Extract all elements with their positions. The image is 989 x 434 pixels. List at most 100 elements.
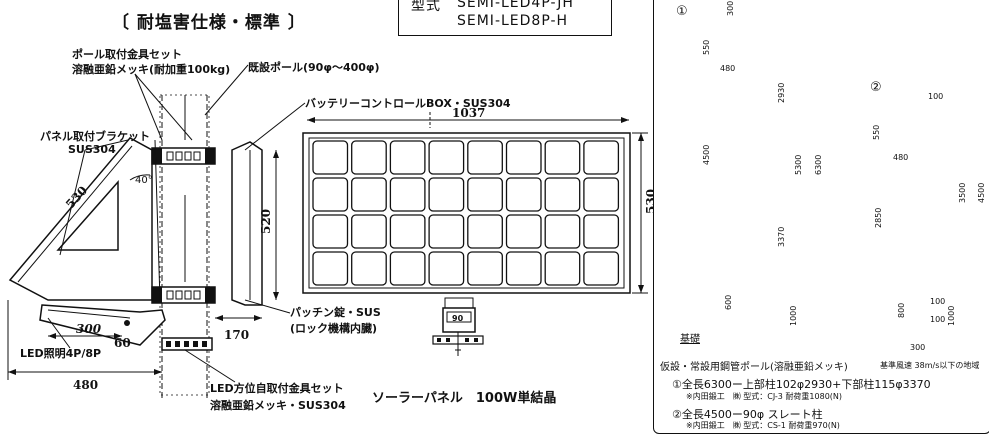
model-code-1: SEMI-LED4P-JH: [457, 0, 574, 11]
pole-1-marker: ①: [676, 4, 688, 19]
battery-box-label: バッテリーコントロールBOX・SUS304: [305, 97, 511, 110]
spec-pole-2: ②全長4500ー90φ スレート柱: [672, 408, 823, 421]
solar-cell: [467, 177, 503, 212]
panel-height-dimension: [632, 132, 648, 294]
solar-cell: [467, 214, 503, 249]
spec-title: 仮設・常設用鋼管ポール(溶融亜鉛メッキ): [660, 362, 848, 373]
dim-box-height: 520: [259, 208, 273, 234]
p2-dim-found-h: 800: [897, 302, 906, 318]
p2-dim-base: 300: [910, 343, 926, 352]
dim-angle: 40°: [135, 175, 153, 186]
solar-cell: [583, 214, 620, 249]
p1-dim-mid: 4500: [702, 144, 711, 165]
p1-dim-upper: 2930: [777, 82, 786, 103]
solar-cell: [505, 251, 542, 286]
solar-cell: [428, 214, 465, 249]
p2-dim-total: 3500: [958, 182, 967, 203]
solar-cell: [389, 214, 426, 249]
p1-dim-lamp-w: 480: [720, 64, 736, 73]
solar-cell: [428, 177, 465, 212]
page-title: 〔 耐塩害仕様・標準 〕: [112, 13, 306, 33]
solar-cell: [583, 177, 620, 212]
latch-sub: (ロック機構内臓): [290, 322, 378, 335]
solar-cell: [505, 214, 542, 249]
led-direction-fitting: [161, 337, 213, 351]
p2-dim-found-w: 1000: [947, 305, 956, 326]
dim-base-width: 480: [73, 378, 99, 392]
solar-cell: [467, 251, 503, 286]
battery-box: [231, 141, 263, 306]
solar-cell: [351, 251, 387, 286]
solar-cell: [583, 251, 620, 286]
solar-cell: [389, 251, 426, 286]
spec-pole-2-note: ※内田鍛工 ㈱ 型式：CS-1 耐荷重970(N): [686, 421, 840, 430]
solar-cell-grid: [312, 140, 620, 286]
solar-cell: [389, 140, 426, 175]
solar-cell: [467, 140, 503, 175]
pole-clamp-lower: [151, 286, 216, 304]
panel-bracket-sub: SUS304: [68, 143, 116, 156]
p1-dim-found-w: 1000: [789, 305, 798, 326]
p1-dim-found-h: 600: [724, 294, 733, 310]
p1-dim-lower: 3370: [777, 226, 786, 247]
solar-cell: [583, 140, 620, 175]
existing-pole-label: 既設ポール(90φ～400φ): [248, 61, 380, 74]
junction-box: [432, 297, 484, 356]
latch-label: パッチン錠・SUS: [290, 306, 381, 319]
pole-spec-panel: [653, 0, 989, 434]
box-height-dimension: [273, 150, 279, 300]
box-width-dimension: [215, 315, 262, 321]
dim-led-offset: 60: [114, 336, 131, 350]
model-code-2: SEMI-LED8P-H: [457, 13, 569, 29]
solar-panel: [302, 132, 631, 294]
leader-lines: [47, 64, 306, 383]
solar-cell: [505, 177, 542, 212]
p2-dim-lamp-h: 550: [872, 124, 881, 140]
model-label: 型式: [411, 0, 441, 14]
solar-cell: [428, 140, 465, 175]
solar-cell: [544, 140, 581, 175]
led-light: [39, 304, 166, 346]
pole-2-marker: ②: [870, 80, 882, 95]
p1-dim-overall: 6300: [814, 154, 823, 175]
solar-cell: [505, 140, 542, 175]
spec-wind: 基準風速 38m/s以下の地域: [880, 361, 980, 370]
solar-cell: [312, 251, 349, 286]
model-box: 型式 SEMI-LED4P-JH SEMI-LED8P-H: [398, 0, 612, 36]
solar-cell: [544, 251, 581, 286]
spec-pole-1: ①全長6300ー上部柱102φ2930+下部柱115φ3370: [672, 378, 931, 391]
pole-fittings-label: ポール取付金具セット: [72, 48, 182, 61]
led-direction-label: LED方位自取付金具セット: [210, 382, 344, 395]
spec-pole-1-note: ※内田鍛工 ㈱ 型式：CJ-3 耐荷重1080(N): [686, 392, 843, 401]
solar-cell: [312, 214, 349, 249]
dim-panel-width: 1037: [452, 106, 486, 120]
led-light-label: LED照明4P/8P: [20, 347, 102, 360]
solar-cell: [351, 214, 387, 249]
led-direction-sub: 溶融亜鉛メッキ・SUS304: [210, 399, 346, 412]
p2-dim-small-1: 100: [930, 297, 946, 306]
solar-cell: [351, 177, 387, 212]
p2-dim-small-2: 100: [930, 315, 946, 324]
panel-width-dimension: [307, 112, 629, 128]
solar-cell: [544, 177, 581, 212]
p1-dim-lamp-h: 550: [702, 39, 711, 55]
p2-dim-overall: 4500: [977, 182, 986, 203]
panel-bracket: [8, 137, 161, 301]
solar-panel-caption: ソーラーパネル 100W単結晶: [372, 391, 557, 406]
panel-bracket-label: パネル取付ブラケット: [40, 130, 150, 143]
solar-cell: [351, 140, 387, 175]
base-width-dimension: [7, 300, 162, 380]
solar-cell: [544, 214, 581, 249]
p2-dim-top: 100: [928, 92, 944, 101]
p2-dim-lamp-w: 480: [893, 153, 909, 162]
dim-led-length: 300: [76, 322, 102, 336]
dim-small-box: 90: [452, 314, 464, 323]
foundation-label: 基礎: [680, 334, 700, 345]
p1-dim-total: 5300: [794, 154, 803, 175]
p2-dim-upper: 2850: [874, 207, 883, 228]
solar-cell: [389, 177, 426, 212]
solar-cell: [312, 177, 349, 212]
solar-cell: [312, 140, 349, 175]
solar-cell: [428, 251, 465, 286]
dim-box-width: 170: [224, 328, 250, 342]
